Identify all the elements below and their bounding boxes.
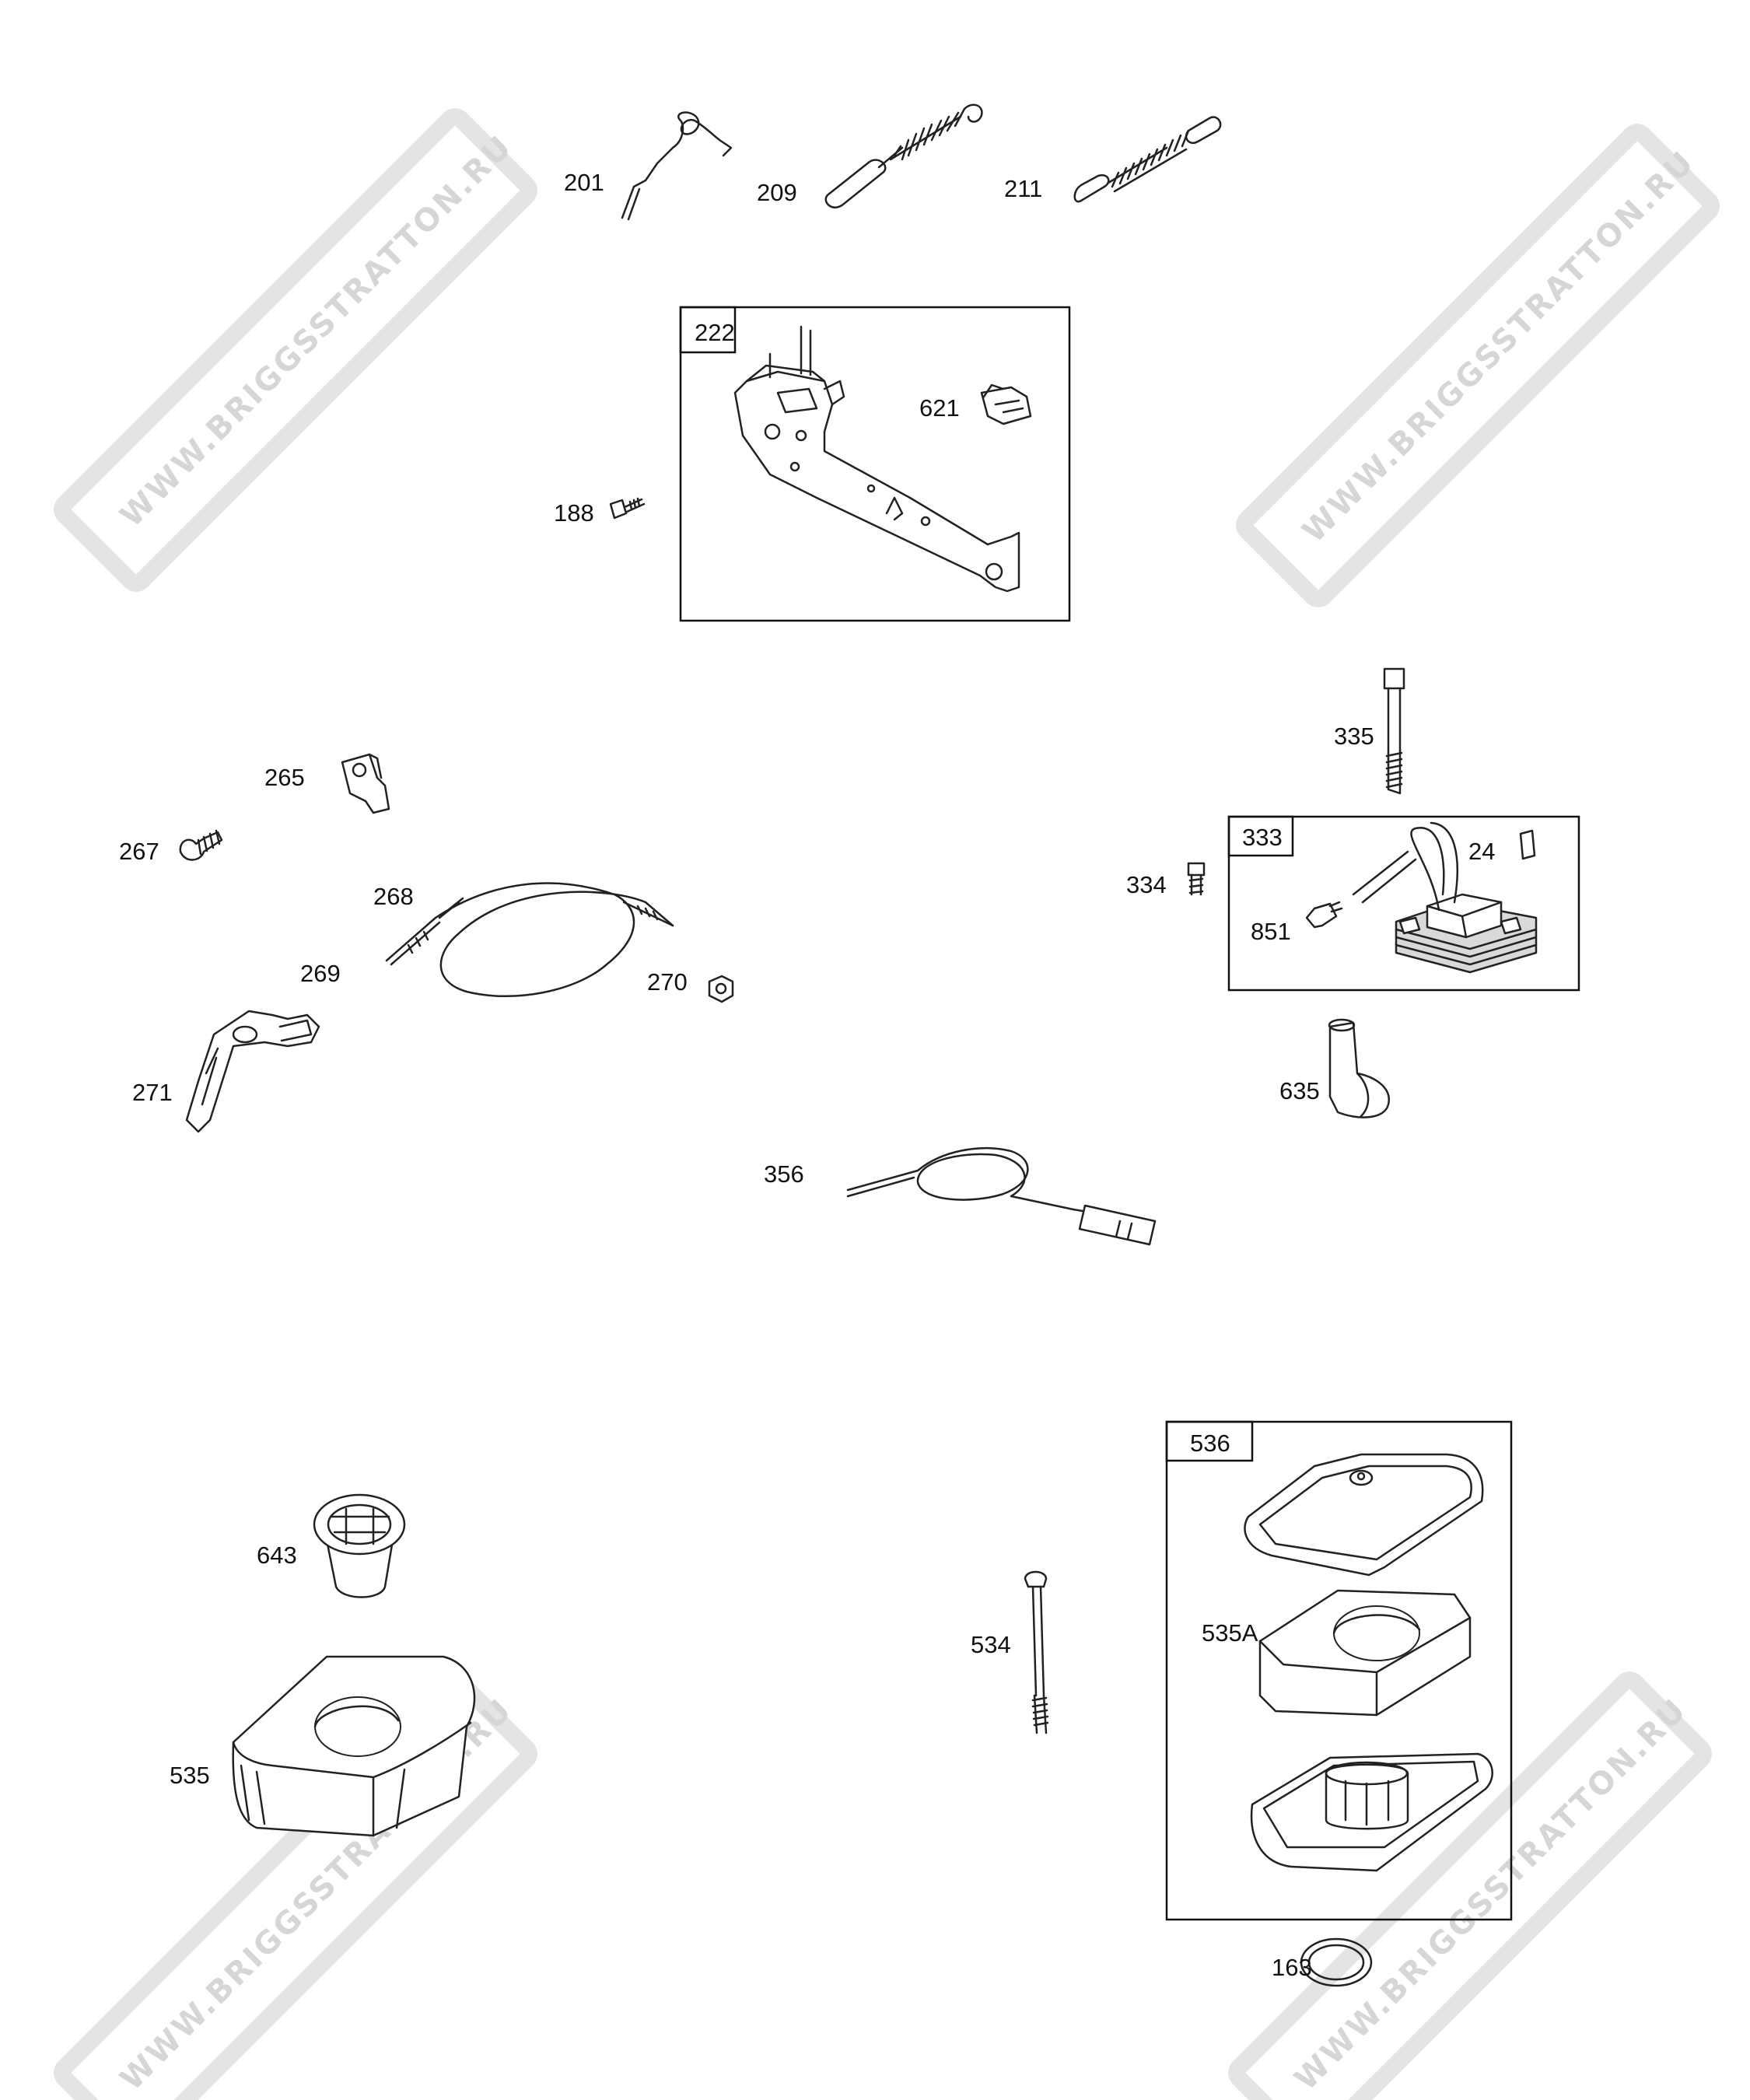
part-536-air-cleaner-cover (1244, 1453, 1484, 1577)
part-621-clip (980, 383, 1032, 425)
label-209: 209 (757, 179, 797, 206)
part-209-extension-spring (824, 103, 983, 208)
watermark-top-right: WWW.BRIGGSSTRATTON.RU (1236, 124, 1720, 607)
part-535A-air-filter (1258, 1589, 1472, 1717)
label-635: 635 (1279, 1077, 1320, 1104)
label-643: 643 (257, 1542, 297, 1569)
label-222: 222 (695, 319, 735, 346)
label-333: 333 (1242, 824, 1283, 851)
part-536-air-cleaner-base (1250, 1752, 1493, 1872)
label-334: 334 (1126, 871, 1167, 898)
part-356-ground-wire (846, 1146, 1157, 1246)
part-267-screw (179, 829, 223, 861)
part-534-long-bolt (1024, 1570, 1049, 1734)
svg-text:WWW.BRIGGSSTRATTON.RU: WWW.BRIGGSSTRATTON.RU (114, 128, 520, 534)
label-536: 536 (1190, 1430, 1230, 1457)
part-201-spring-link (621, 111, 733, 221)
label-534: 534 (971, 1631, 1011, 1658)
label-211: 211 (1004, 175, 1042, 202)
svg-text:WWW.BRIGGSSTRATTON.RU: WWW.BRIGGSSTRATTON.RU (1296, 144, 1702, 550)
part-334-screw (1187, 862, 1206, 896)
part-851-terminal (1305, 901, 1343, 929)
label-335: 335 (1334, 723, 1374, 750)
part-222-control-bracket-box (679, 306, 1071, 622)
label-267: 267 (119, 838, 159, 865)
svg-text:WWW.BRIGGSSTRATTON.RU: WWW.BRIGGSSTRATTON.RU (1288, 1692, 1694, 2098)
part-635-spark-plug-boot (1328, 1018, 1391, 1118)
part-265-cable-clamp (341, 753, 390, 814)
label-188: 188 (554, 499, 594, 527)
part-268-control-cable (385, 882, 674, 998)
watermark-top-left: WWW.BRIGGSSTRATTON.RU (54, 108, 537, 592)
label-265: 265 (264, 764, 305, 791)
label-851: 851 (1251, 918, 1291, 945)
part-24-pin (1519, 829, 1536, 860)
part-271-control-lever (185, 1010, 320, 1133)
part-535-air-filter (232, 1655, 476, 1837)
label-270: 270 (647, 968, 688, 996)
label-201: 201 (564, 169, 604, 196)
part-536-air-cleaner-box (1165, 1420, 1513, 1921)
label-356: 356 (764, 1160, 804, 1188)
label-535: 535 (170, 1762, 210, 1789)
label-535A: 535A (1202, 1619, 1258, 1647)
part-643-filter-cup (313, 1493, 406, 1598)
label-24: 24 (1468, 838, 1495, 865)
label-268: 268 (373, 883, 414, 910)
part-188-screw (609, 497, 646, 520)
label-271: 271 (132, 1079, 173, 1106)
label-163: 163 (1272, 1954, 1312, 1981)
watermark-bottom-right: WWW.BRIGGSSTRATTON.RU (1228, 1671, 1712, 2100)
label-269: 269 (300, 960, 341, 987)
part-333-ignition-armature (1352, 821, 1538, 974)
part-333-ignition-box (1227, 815, 1580, 992)
part-211-extension-spring (1073, 116, 1222, 203)
part-222-control-bracket (733, 325, 1020, 593)
part-163-seal-ring (1300, 1937, 1373, 1987)
part-270-nut (708, 975, 734, 1003)
label-621: 621 (919, 394, 960, 422)
part-335-bolt (1383, 667, 1405, 795)
